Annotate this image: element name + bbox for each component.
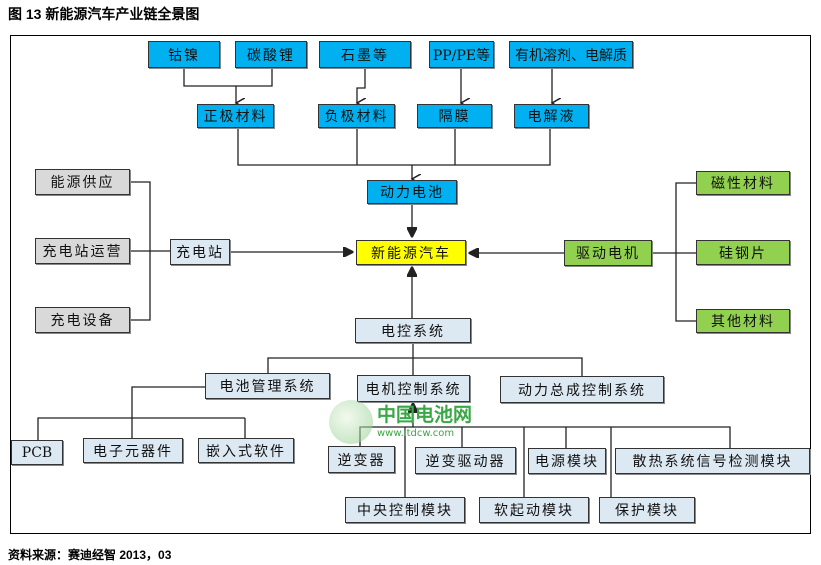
node-anode: 负极材料 (318, 104, 395, 128)
node-ecu: 电控系统 (355, 318, 471, 343)
diagram-frame (10, 35, 811, 534)
source-note: 资料来源：赛迪经智 2013，03 (8, 548, 172, 562)
node-cathode: 正极材料 (197, 104, 274, 128)
node-inverter: 逆变器 (328, 446, 395, 473)
node-electrolyte: 电解液 (514, 104, 589, 128)
node-drive-motor: 驱动电机 (564, 240, 652, 266)
node-nev: 新能源汽车 (356, 240, 466, 265)
node-central-control: 中央控制模块 (345, 497, 465, 523)
node-pp-pe: PP/PE等 (429, 41, 494, 68)
node-other-materials: 其他材料 (696, 309, 790, 333)
node-magnetic: 磁性材料 (696, 171, 790, 195)
node-protection: 保护模块 (599, 497, 695, 523)
node-embedded-software: 嵌入式软件 (198, 438, 294, 463)
node-cobalt-nickel: 钴镍 (148, 41, 220, 68)
node-motor-control: 电机控制系统 (357, 375, 470, 402)
node-bms: 电池管理系统 (205, 373, 330, 399)
node-charging-equipment: 充电设备 (35, 307, 130, 333)
node-thermal-signal: 散热系统信号检测模块 (615, 448, 810, 474)
node-soft-start: 软起动模块 (479, 497, 589, 523)
node-electronic-components: 电子元器件 (83, 438, 183, 463)
node-charging-station: 充电站 (170, 239, 230, 265)
node-silicon-steel: 硅钢片 (696, 240, 790, 265)
node-graphite: 石墨等 (319, 41, 411, 68)
figure-title: 图 13 新能源汽车产业链全景图 (8, 6, 200, 22)
node-separator: 隔膜 (417, 104, 492, 128)
node-battery: 动力电池 (367, 180, 457, 204)
node-energy-supply: 能源供应 (35, 169, 130, 195)
node-station-operation: 充电站运营 (35, 238, 130, 264)
node-lithium-carbonate: 碳酸锂 (235, 41, 307, 68)
node-powertrain-control: 动力总成控制系统 (500, 376, 664, 403)
node-power-module: 电源模块 (528, 448, 606, 474)
node-inverter-driver: 逆变驱动器 (415, 447, 516, 474)
node-electrolyte-raw: 有机溶剂、电解质 (509, 41, 633, 68)
node-pcb: PCB (11, 440, 63, 465)
